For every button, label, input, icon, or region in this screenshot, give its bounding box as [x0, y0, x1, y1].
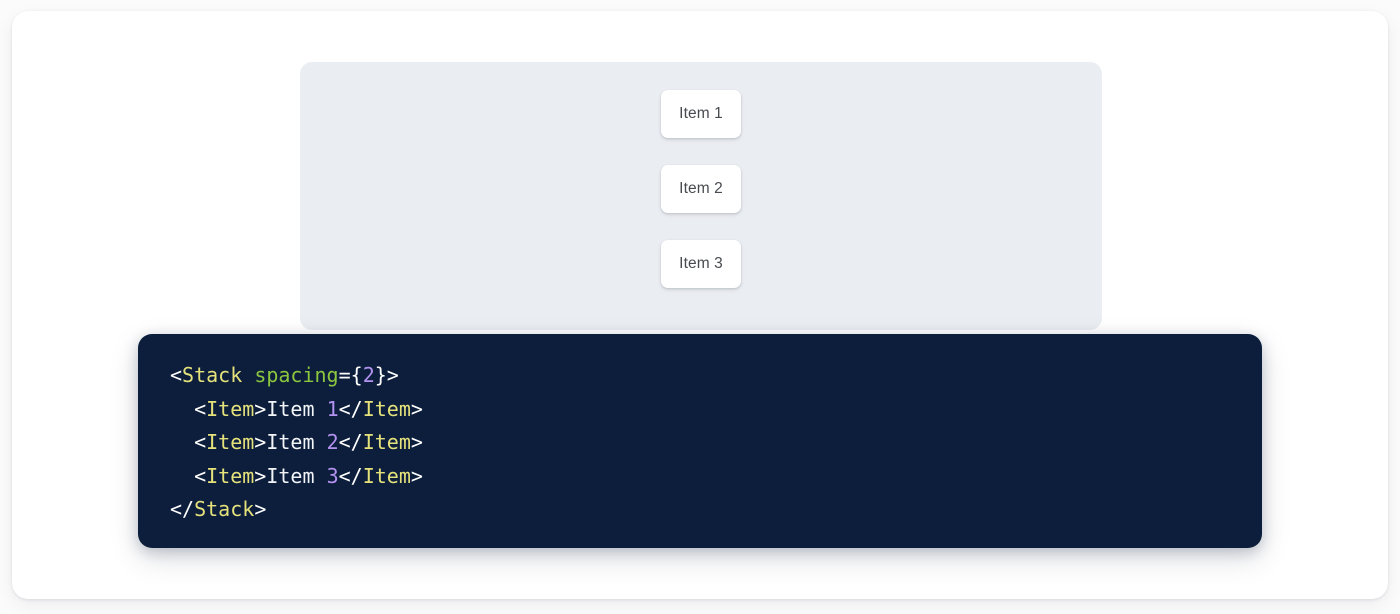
code-token-punct: >: [254, 497, 266, 521]
code-token-text: Item: [266, 464, 326, 488]
code-token-number: 2: [327, 430, 339, 454]
code-token-tag: Stack: [194, 497, 254, 521]
code-token-punct: [242, 363, 254, 387]
code-token-attr: spacing: [254, 363, 338, 387]
code-token-punct: >: [411, 464, 423, 488]
demo-card: Item 1 Item 2 Item 3 <Stack spacing={2}>…: [12, 11, 1388, 599]
code-token-tag: Item: [363, 464, 411, 488]
code-token-punct: <: [170, 397, 206, 421]
stack-item[interactable]: Item 1: [661, 90, 741, 138]
code-token-tag: Stack: [182, 363, 242, 387]
code-token-text: Item: [266, 430, 326, 454]
code-token-punct: >: [411, 430, 423, 454]
code-block[interactable]: <Stack spacing={2}> <Item>Item 1</Item> …: [138, 334, 1262, 548]
code-token-punct: >: [254, 397, 266, 421]
code-token-punct: >: [411, 397, 423, 421]
stack-item[interactable]: Item 2: [661, 165, 741, 213]
code-token-punct: {: [351, 363, 363, 387]
code-token-number: 2: [363, 363, 375, 387]
stack-container: Item 1 Item 2 Item 3: [661, 90, 741, 288]
code-token-punct: >: [254, 464, 266, 488]
code-token-punct: >: [387, 363, 399, 387]
code-token-punct: <: [170, 430, 206, 454]
code-token-punct: <: [170, 363, 182, 387]
code-token-punct: </: [339, 397, 363, 421]
code-token-tag: Item: [363, 430, 411, 454]
code-token-punct: }: [375, 363, 387, 387]
stack-preview-panel: Item 1 Item 2 Item 3: [300, 62, 1102, 330]
code-token-tag: Item: [206, 397, 254, 421]
stack-item[interactable]: Item 3: [661, 240, 741, 288]
code-token-tag: Item: [363, 397, 411, 421]
code-token-punct: >: [254, 430, 266, 454]
code-snippet: <Stack spacing={2}> <Item>Item 1</Item> …: [170, 359, 1232, 527]
code-token-punct: </: [339, 430, 363, 454]
code-token-tag: Item: [206, 430, 254, 454]
code-token-number: 3: [327, 464, 339, 488]
code-token-text: Item: [266, 397, 326, 421]
code-token-punct: <: [170, 464, 206, 488]
code-token-punct: =: [339, 363, 351, 387]
code-token-punct: </: [170, 497, 194, 521]
code-token-punct: </: [339, 464, 363, 488]
code-token-tag: Item: [206, 464, 254, 488]
code-token-number: 1: [327, 397, 339, 421]
